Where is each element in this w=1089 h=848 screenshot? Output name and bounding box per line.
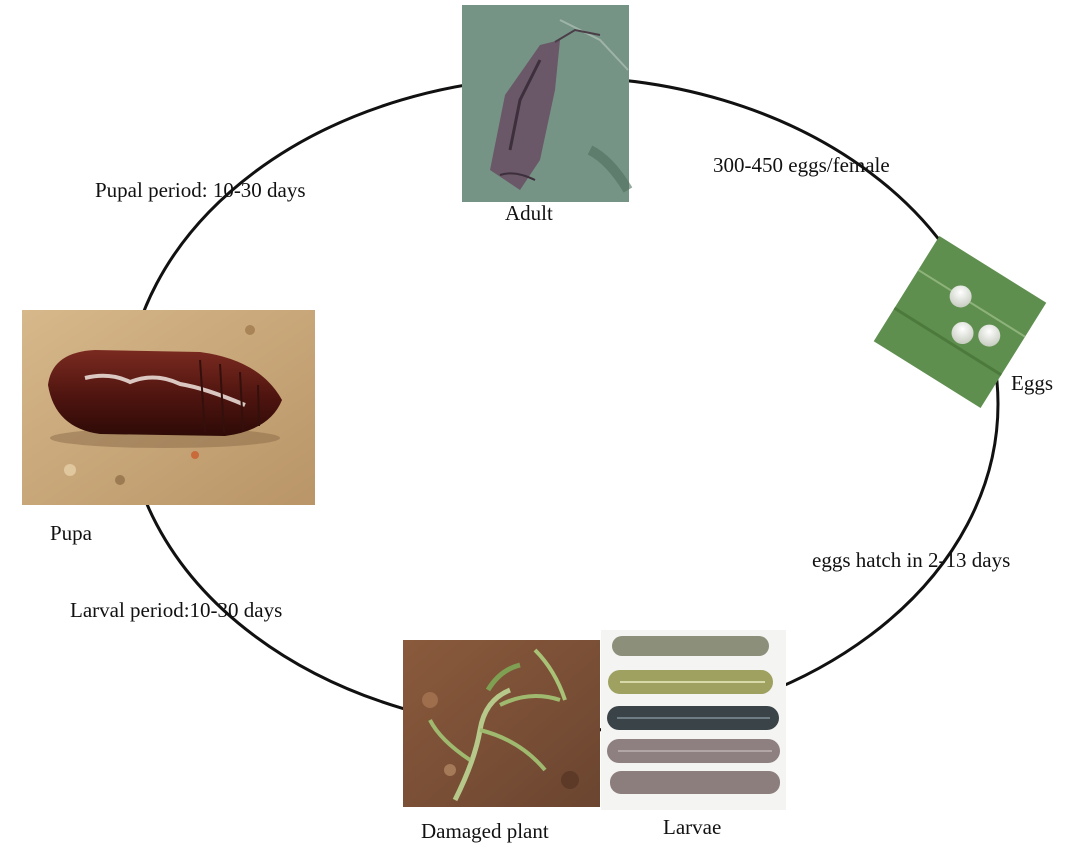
larvae-label: Larvae	[663, 817, 721, 838]
larva-1	[612, 636, 769, 656]
damaged-plant-photo	[403, 640, 600, 807]
eggs-label: Eggs	[1011, 373, 1053, 394]
adult-label: Adult	[505, 203, 553, 224]
larva-5	[610, 771, 780, 794]
larval-period-label: Larval period:10-30 days	[70, 600, 282, 621]
adult-moth-photo	[462, 5, 629, 202]
pupa-photo	[22, 310, 315, 505]
eggs-per-female-label: 300-450 eggs/female	[713, 155, 890, 176]
larvae-photo	[601, 630, 786, 810]
pupa-label: Pupa	[50, 523, 92, 544]
egg-hatch-label: eggs hatch in 2-13 days	[812, 550, 1010, 571]
damaged-plant-label: Damaged plant	[421, 821, 549, 842]
pupal-period-label: Pupal period: 10-30 days	[95, 180, 306, 201]
